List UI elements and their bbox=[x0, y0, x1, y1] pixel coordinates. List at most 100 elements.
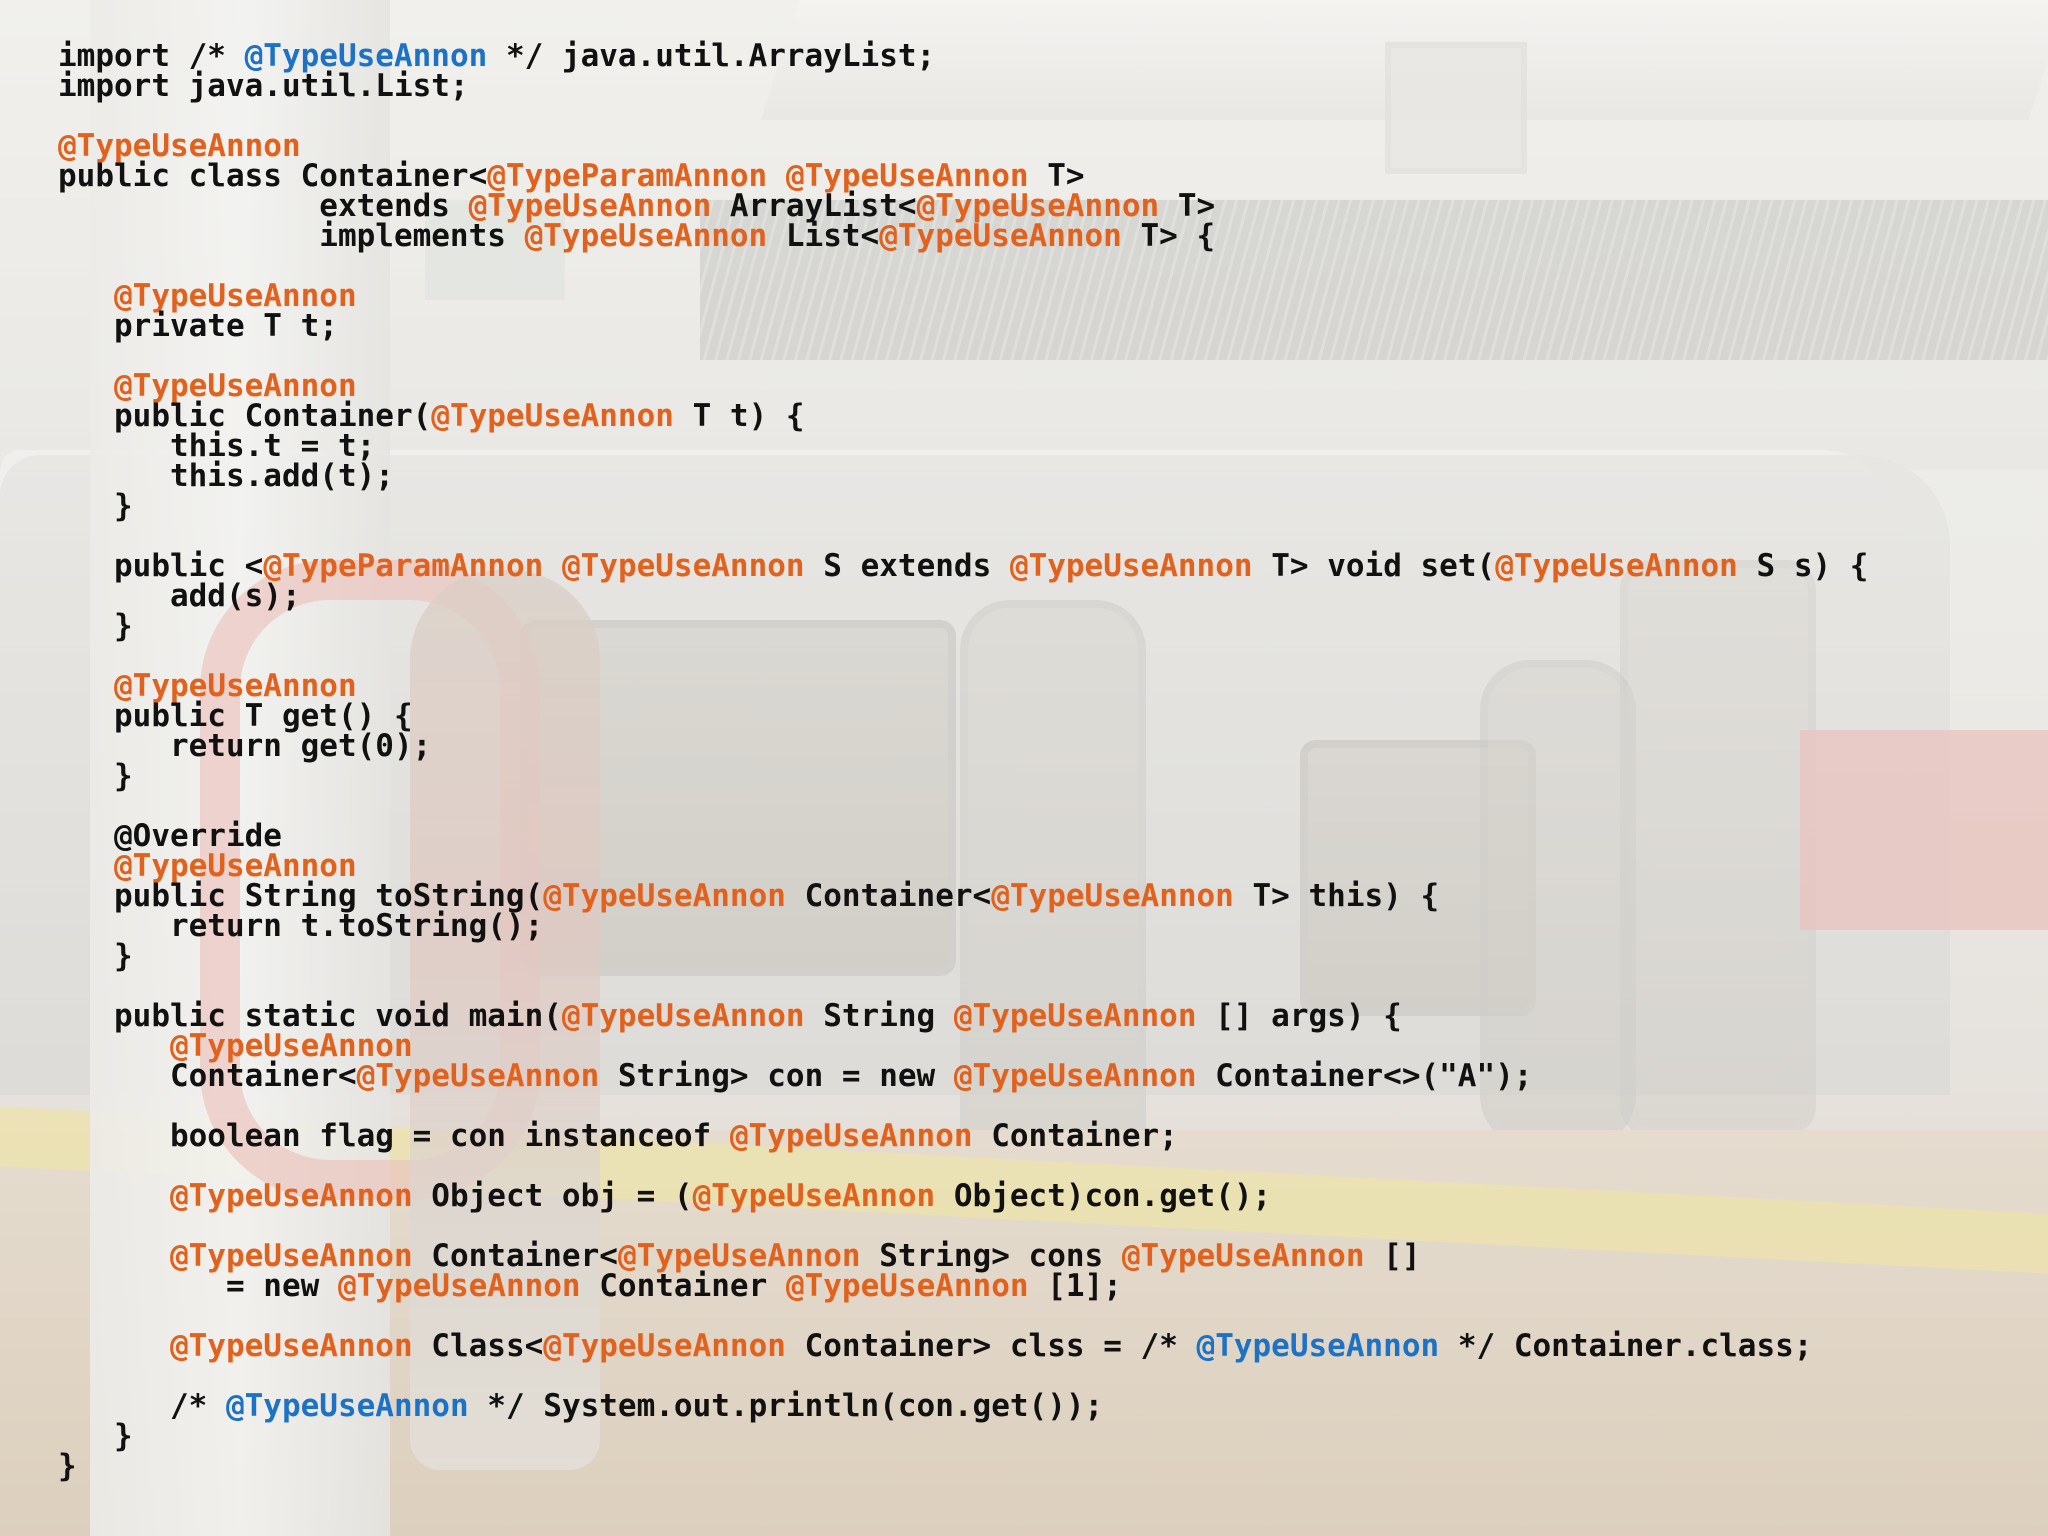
code-text: ArrayList< bbox=[711, 188, 917, 224]
code-line: Container<@TypeUseAnnon String> con = ne… bbox=[58, 1058, 1868, 1094]
train-door bbox=[1480, 660, 1636, 1146]
code-text: */ java.util.ArrayList; bbox=[487, 38, 936, 74]
code-line bbox=[58, 1361, 1868, 1391]
code-text: public String toString( bbox=[58, 878, 544, 914]
code-line: @TypeUseAnnon bbox=[58, 371, 1868, 402]
code-line: @TypeUseAnnon Class<@TypeUseAnnon Contai… bbox=[58, 1328, 1868, 1364]
code-text: = new bbox=[58, 1268, 338, 1304]
code-text: [] args) { bbox=[1196, 998, 1402, 1034]
code-line bbox=[58, 101, 1868, 131]
code-line: import java.util.List; bbox=[58, 68, 1868, 104]
type-use-annotation: @TypeUseAnnon bbox=[468, 188, 712, 224]
code-text: return get(0); bbox=[58, 728, 432, 764]
code-line bbox=[58, 1091, 1868, 1121]
code-text: @Override bbox=[58, 818, 282, 854]
code-line bbox=[58, 641, 1868, 671]
code-text: implements bbox=[58, 218, 525, 254]
code-line: } bbox=[58, 611, 1868, 642]
code-line bbox=[58, 1211, 1868, 1241]
code-line: add(s); bbox=[58, 578, 1868, 614]
code-line: public T get() { bbox=[58, 701, 1868, 732]
code-line bbox=[58, 1151, 1868, 1181]
code-text: this.add(t); bbox=[58, 458, 394, 494]
type-use-annotation: @TypeUseAnnon bbox=[169, 1028, 413, 1064]
code-text: } bbox=[58, 1418, 133, 1454]
code-line: public static void main(@TypeUseAnnon St… bbox=[58, 998, 1868, 1034]
code-line: public String toString(@TypeUseAnnon Con… bbox=[58, 878, 1868, 914]
code-text: T> void set( bbox=[1252, 548, 1496, 584]
code-line bbox=[58, 791, 1868, 821]
code-text: add(s); bbox=[58, 578, 301, 614]
type-use-annotation: @TypeUseAnnon bbox=[953, 998, 1197, 1034]
code-text: public class Container< bbox=[58, 158, 488, 194]
code-line: @TypeUseAnnon bbox=[58, 851, 1868, 882]
code-line: } bbox=[58, 1418, 1868, 1454]
commented-annotation: @TypeUseAnnon bbox=[244, 38, 488, 74]
type-use-annotation: @TypeUseAnnon bbox=[729, 1118, 973, 1154]
code-line bbox=[58, 521, 1868, 551]
code-text: [1]; bbox=[1028, 1268, 1122, 1304]
code-text: this.t = t; bbox=[58, 428, 376, 464]
code-text: return t.toString(); bbox=[58, 908, 544, 944]
code-text: String> cons bbox=[860, 1238, 1122, 1274]
type-use-annotation: @TypeUseAnnon bbox=[543, 878, 786, 914]
type-use-annotation: @TypeUseAnnon bbox=[524, 218, 768, 254]
code-text: public Container( bbox=[58, 398, 432, 434]
code-text: Object obj = ( bbox=[412, 1178, 693, 1214]
code-line: } bbox=[58, 491, 1868, 522]
type-use-annotation: @TypeUseAnnon bbox=[1009, 548, 1253, 584]
code-text: Object)con.get(); bbox=[935, 1178, 1272, 1214]
ceiling-vent bbox=[1385, 42, 1527, 174]
type-use-annotation: @TypeUseAnnon bbox=[337, 1268, 581, 1304]
code-text: Class< bbox=[412, 1328, 544, 1364]
code-line: @TypeUseAnnon bbox=[58, 278, 1868, 314]
code-text bbox=[58, 1178, 170, 1214]
code-text: Container bbox=[580, 1268, 786, 1304]
code-line: this.add(t); bbox=[58, 458, 1868, 494]
type-use-annotation: @TypeUseAnnon bbox=[169, 1328, 413, 1364]
code-text: boolean flag = con instanceof bbox=[58, 1118, 730, 1154]
type-use-annotation: @TypeUseAnnon bbox=[916, 188, 1160, 224]
type-use-annotation: @TypeUseAnnon bbox=[561, 548, 805, 584]
code-text: T> this) { bbox=[1233, 878, 1440, 914]
type-use-annotation: @TypeUseAnnon bbox=[114, 668, 357, 704]
type-use-annotation: @TypeUseAnnon bbox=[58, 128, 301, 164]
code-text: } bbox=[58, 1448, 77, 1484]
hanging-sign bbox=[425, 200, 565, 300]
code-text: import java.util.List; bbox=[58, 68, 469, 104]
ceiling-slats bbox=[700, 200, 2048, 360]
code-text: Container<>("A"); bbox=[1196, 1058, 1533, 1094]
code-text: S extends bbox=[804, 548, 1010, 584]
code-line: extends @TypeUseAnnon ArrayList<@TypeUse… bbox=[58, 188, 1868, 224]
code-text: /* bbox=[58, 1388, 226, 1424]
code-text bbox=[543, 548, 562, 584]
code-line: return t.toString(); bbox=[58, 908, 1868, 944]
code-line: } bbox=[58, 761, 1868, 792]
code-text: T t) { bbox=[673, 398, 805, 434]
code-line: this.t = t; bbox=[58, 428, 1868, 464]
code-line: @Override bbox=[58, 818, 1868, 854]
code-text: Container; bbox=[972, 1118, 1178, 1154]
station-pillar bbox=[90, 0, 390, 1536]
type-use-annotation: @TypeUseAnnon bbox=[785, 158, 1029, 194]
code-text: T> bbox=[1028, 158, 1085, 194]
code-line: boolean flag = con instanceof @TypeUseAn… bbox=[58, 1118, 1868, 1154]
code-line: @TypeUseAnnon Container<@TypeUseAnnon St… bbox=[58, 1238, 1868, 1274]
train-door bbox=[960, 600, 1146, 1176]
code-line: import /* @TypeUseAnnon */ java.util.Arr… bbox=[58, 38, 1868, 74]
code-line: return get(0); bbox=[58, 728, 1868, 764]
type-use-annotation: @TypeUseAnnon bbox=[114, 278, 357, 314]
type-use-annotation: @TypeUseAnnon bbox=[991, 878, 1234, 914]
code-text: public static void main( bbox=[58, 998, 562, 1034]
type-use-annotation: @TypeUseAnnon bbox=[431, 398, 674, 434]
code-text: extends bbox=[58, 188, 469, 224]
code-text: Container< bbox=[785, 878, 992, 914]
code-line: public <@TypeParamAnnon @TypeUseAnnon S … bbox=[58, 548, 1869, 584]
code-text: String> con = new bbox=[599, 1058, 954, 1094]
code-text: Container> clss = /* bbox=[785, 1328, 1197, 1364]
code-line: /* @TypeUseAnnon */ System.out.println(c… bbox=[58, 1388, 1868, 1424]
type-use-annotation: @TypeUseAnnon bbox=[879, 218, 1122, 254]
code-text: private T t; bbox=[58, 308, 338, 344]
commented-annotation: @TypeUseAnnon bbox=[225, 1388, 469, 1424]
